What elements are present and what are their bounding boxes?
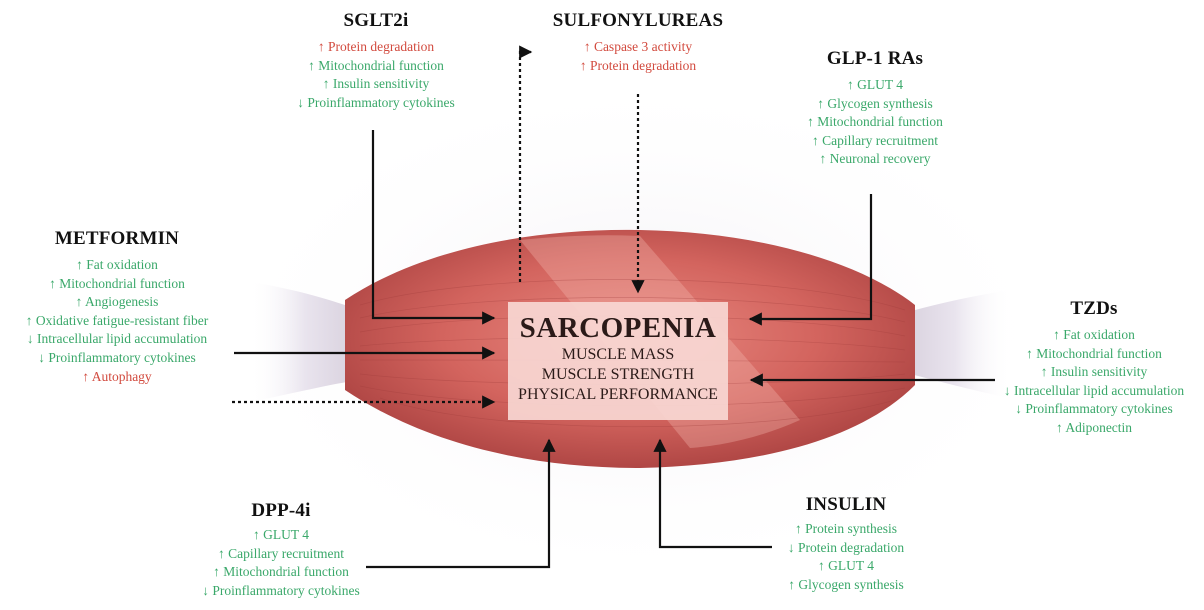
dpp4i-block: DPP-4i ↑ GLUT 4↑ Capillary recruitment↑ …	[196, 500, 366, 600]
tzds-effect-item: ↑ Fat oxidation	[984, 326, 1204, 345]
center-line-physical-performance: PHYSICAL PERFORMANCE	[508, 385, 728, 405]
sulfonylureas-effect-item: ↑ Caspase 3 activity	[548, 38, 728, 57]
tzds-effect-item: ↓ Intracellular lipid accumulation	[984, 382, 1204, 401]
sglt2i-effect-item: ↑ Mitochondrial function	[276, 57, 476, 76]
sulfonylureas-block: SULFONYLUREAS ↑ Caspase 3 activity↑ Prot…	[548, 10, 728, 75]
sulfonylureas-effects: ↑ Caspase 3 activity↑ Protein degradatio…	[548, 38, 728, 75]
tzds-effect-item: ↓ Proinflammatory cytokines	[984, 400, 1204, 419]
insulin-effect-item: ↑ Glycogen synthesis	[772, 576, 920, 595]
dpp4i-title: DPP-4i	[196, 500, 366, 522]
dpp4i-effect-item: ↑ GLUT 4	[196, 526, 366, 545]
glp1-effect-item: ↑ Capillary recruitment	[790, 132, 960, 151]
sulfonylureas-title: SULFONYLUREAS	[548, 10, 728, 32]
glp1-effect-item: ↑ GLUT 4	[790, 76, 960, 95]
glp1-title: GLP-1 RAs	[790, 48, 960, 70]
sarcopenia-title: SARCOPENIA	[508, 312, 728, 345]
insulin-effect-item: ↓ Protein degradation	[772, 539, 920, 558]
insulin-title: INSULIN	[772, 494, 920, 516]
metformin-effect-item: ↑ Mitochondrial function	[0, 275, 234, 294]
metformin-effect-item: ↑ Oxidative fatigue-resistant fiber	[0, 312, 234, 331]
sulfonylureas-effect-item: ↑ Protein degradation	[548, 57, 728, 76]
insulin-effects: ↑ Protein synthesis↓ Protein degradation…	[772, 520, 920, 594]
center-line-muscle-strength: MUSCLE STRENGTH	[508, 365, 728, 385]
glp1-effect-item: ↑ Mitochondrial function	[790, 113, 960, 132]
dpp4i-effect-item: ↑ Capillary recruitment	[196, 545, 366, 564]
sglt2i-effect-item: ↓ Proinflammatory cytokines	[276, 94, 476, 113]
metformin-effect-item: ↓ Intracellular lipid accumulation	[0, 330, 234, 349]
dpp4i-effect-item: ↑ Mitochondrial function	[196, 563, 366, 582]
dpp4i-effect-item: ↓ Proinflammatory cytokines	[196, 582, 366, 601]
glp1-effects: ↑ GLUT 4↑ Glycogen synthesis↑ Mitochondr…	[790, 76, 960, 169]
tzds-effect-item: ↑ Insulin sensitivity	[984, 363, 1204, 382]
glp1-block: GLP-1 RAs ↑ GLUT 4↑ Glycogen synthesis↑ …	[790, 48, 960, 169]
tzds-effects: ↑ Fat oxidation↑ Mitochondrial function↑…	[984, 326, 1204, 438]
metformin-block: METFORMIN ↑ Fat oxidation↑ Mitochondrial…	[0, 228, 234, 386]
sglt2i-block: SGLT2i ↑ Protein degradation↑ Mitochondr…	[276, 10, 476, 112]
insulin-effect-item: ↑ Protein synthesis	[772, 520, 920, 539]
tzds-block: TZDs ↑ Fat oxidation↑ Mitochondrial func…	[984, 298, 1204, 438]
insulin-block: INSULIN ↑ Protein synthesis↓ Protein deg…	[772, 494, 920, 594]
dpp4i-effects: ↑ GLUT 4↑ Capillary recruitment↑ Mitocho…	[196, 526, 366, 600]
metformin-effect-item: ↑ Fat oxidation	[0, 256, 234, 275]
sglt2i-effect-item: ↑ Protein degradation	[276, 38, 476, 57]
tzds-effect-item: ↑ Mitochondrial function	[984, 345, 1204, 364]
sarcopenia-box: SARCOPENIA MUSCLE MASS MUSCLE STRENGTH P…	[508, 302, 728, 420]
sglt2i-title: SGLT2i	[276, 10, 476, 32]
insulin-effect-item: ↑ GLUT 4	[772, 557, 920, 576]
tzds-title: TZDs	[984, 298, 1204, 320]
metformin-effect-item: ↑ Angiogenesis	[0, 293, 234, 312]
metformin-effect-item: ↑ Autophagy	[0, 368, 234, 387]
sglt2i-effects: ↑ Protein degradation↑ Mitochondrial fun…	[276, 38, 476, 112]
metformin-effects: ↑ Fat oxidation↑ Mitochondrial function↑…	[0, 256, 234, 386]
tzds-effect-item: ↑ Adiponectin	[984, 419, 1204, 438]
sglt2i-effect-item: ↑ Insulin sensitivity	[276, 75, 476, 94]
metformin-title: METFORMIN	[0, 228, 234, 250]
glp1-effect-item: ↑ Neuronal recovery	[790, 150, 960, 169]
metformin-effect-item: ↓ Proinflammatory cytokines	[0, 349, 234, 368]
glp1-effect-item: ↑ Glycogen synthesis	[790, 95, 960, 114]
center-line-muscle-mass: MUSCLE MASS	[508, 345, 728, 365]
